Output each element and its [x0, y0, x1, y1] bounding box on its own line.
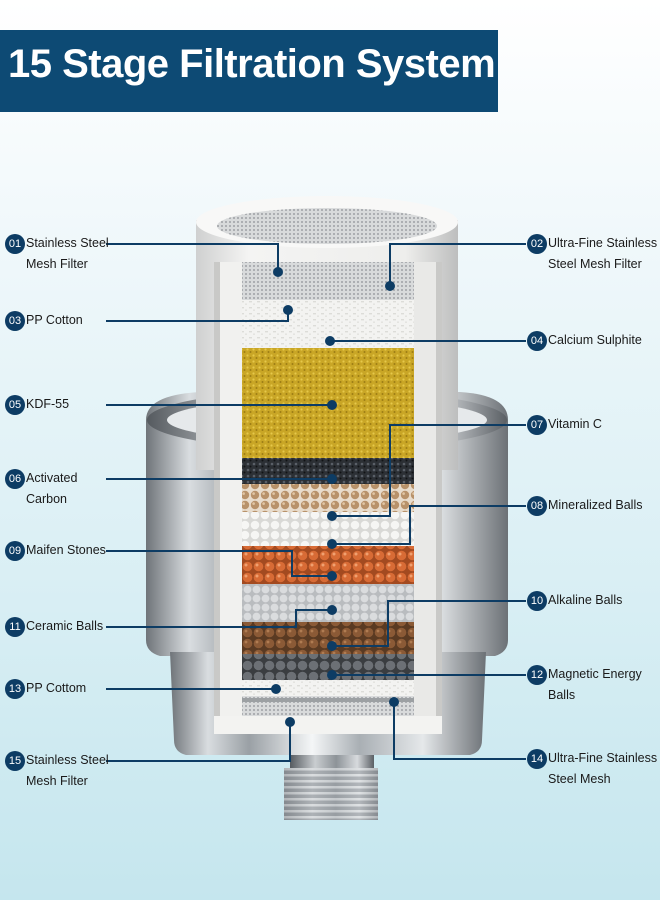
- stage-badge-14: 14: [527, 749, 547, 769]
- stage-label-line: Vitamin C: [548, 417, 602, 431]
- leader-01: [106, 243, 279, 270]
- stage-badge-03: 03: [5, 311, 25, 331]
- stage-label-08: Mineralized Balls: [548, 495, 642, 516]
- stage-badge-11: 11: [5, 617, 25, 637]
- stage-label-07: Vitamin C: [548, 414, 602, 435]
- stage-label-line: Alkaline Balls: [548, 593, 623, 607]
- leader-02: [389, 243, 526, 284]
- title-banner: [0, 30, 498, 112]
- stage-badge-01: 01: [5, 234, 25, 254]
- stage-label-line: Ultra-Fine Stainless: [548, 236, 658, 250]
- stage-badge-09: 09: [5, 541, 25, 561]
- stage-badge-05: 05: [5, 395, 25, 415]
- leader-09: [106, 550, 332, 577]
- stage-label-line: Balls: [548, 688, 576, 702]
- stage-label-13: PP Cottom: [26, 678, 86, 699]
- stage-label-10: Alkaline Balls: [548, 590, 622, 611]
- stage-label-11: Ceramic Balls: [26, 616, 103, 637]
- stage-label-line: Maifen Stones: [26, 543, 106, 557]
- stage-badge-06: 06: [5, 469, 25, 489]
- stage-label-line: Activated: [26, 471, 78, 485]
- leader-14: [393, 702, 526, 760]
- page-title: 15 Stage Filtration System: [8, 42, 496, 86]
- stage-label-09: Maifen Stones: [26, 540, 106, 561]
- stage-label-03: PP Cotton: [26, 310, 83, 331]
- stage-badge-04: 04: [527, 331, 547, 351]
- leader-dots: [271, 267, 399, 727]
- stage-badge-12: 12: [527, 665, 547, 685]
- stage-label-line: Mesh Filter: [26, 774, 88, 788]
- stage-badge-13: 13: [5, 679, 25, 699]
- stage-badge-02: 02: [527, 234, 547, 254]
- stage-badge-10: 10: [527, 591, 547, 611]
- stage-label-line: Magnetic Energy: [548, 667, 642, 681]
- stage-label-line: Steel Mesh Filter: [548, 257, 642, 271]
- stage-label-line: PP Cottom: [26, 681, 87, 695]
- stage-label-line: Calcium Sulphite: [548, 333, 642, 347]
- leader-11: [106, 609, 332, 628]
- stage-label-line: Ceramic Balls: [26, 619, 104, 633]
- stage-label-line: Mineralized Balls: [548, 498, 643, 512]
- leader-15: [106, 722, 291, 762]
- stage-label-line: Stainless Steel: [26, 753, 109, 767]
- stage-badge-08: 08: [527, 496, 547, 516]
- stage-label-line: KDF-55: [26, 397, 70, 411]
- stage-badge-07: 07: [527, 415, 547, 435]
- stage-badge-15: 15: [5, 751, 25, 771]
- leader-08: [332, 505, 526, 545]
- media-stack: [214, 262, 442, 734]
- stage-label-line: Carbon: [26, 492, 67, 506]
- stage-label-04: Calcium Sulphite: [548, 330, 642, 351]
- stage-label-line: Ultra-Fine Stainless: [548, 751, 658, 765]
- stage-label-line: Mesh Filter: [26, 257, 88, 271]
- stage-label-line: Stainless Steel: [26, 236, 109, 250]
- stage-label-line: Steel Mesh: [548, 772, 611, 786]
- stage-label-line: PP Cotton: [26, 313, 83, 327]
- leader-07: [332, 424, 526, 517]
- stage-label-05: KDF-55: [26, 394, 69, 415]
- leader-10: [332, 600, 526, 647]
